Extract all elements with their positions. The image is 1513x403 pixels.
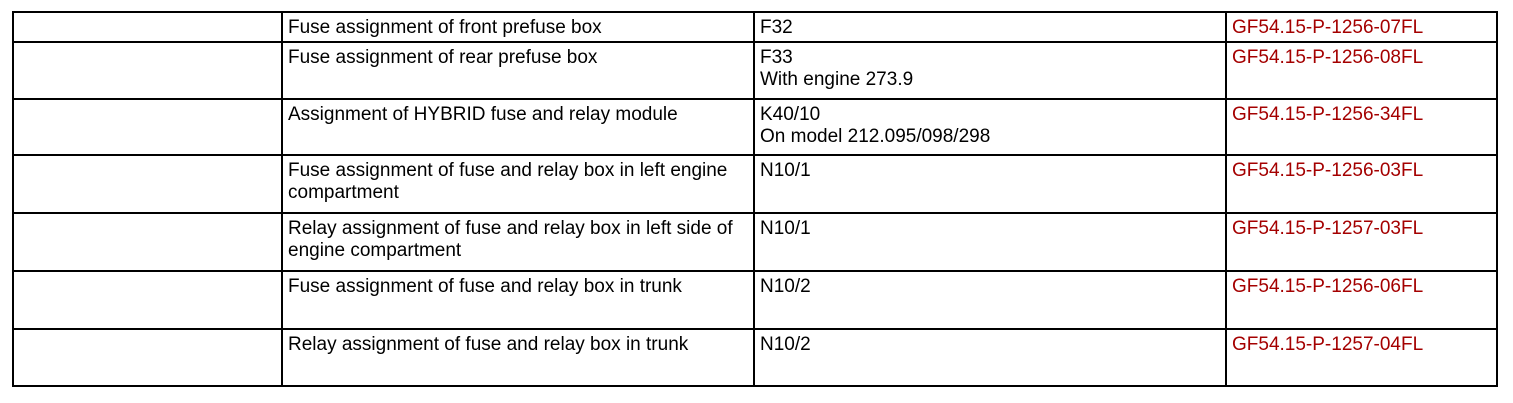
- component-cell: K40/10 On model 212.095/098/298: [753, 98, 1227, 156]
- document-link[interactable]: GF54.15-P-1256-08FL: [1232, 47, 1424, 68]
- document-link[interactable]: GF54.15-P-1257-04FL: [1232, 334, 1424, 355]
- description-text: Relay assignment of fuse and relay box i…: [288, 334, 689, 355]
- document-cell: GF54.15-P-1256-08FL: [1225, 41, 1498, 100]
- description-cell: Fuse assignment of fuse and relay box in…: [281, 154, 755, 214]
- document-link[interactable]: GF54.15-P-1256-07FL: [1232, 17, 1424, 38]
- component-code: F33: [760, 47, 793, 68]
- component-code: N10/2: [760, 276, 811, 297]
- component-code: K40/10: [760, 104, 821, 125]
- empty-cell: [12, 41, 283, 100]
- component-cell: N10/2: [753, 328, 1227, 387]
- component-note: With engine 273.9: [760, 69, 914, 90]
- component-cell: N10/1: [753, 154, 1227, 214]
- document-cell: GF54.15-P-1257-04FL: [1225, 328, 1498, 387]
- component-code: F32: [760, 17, 793, 38]
- description-text: Relay assignment of fuse and relay box i…: [288, 218, 733, 261]
- table-row: Relay assignment of fuse and relay box i…: [12, 212, 1498, 272]
- description-cell: Fuse assignment of rear prefuse box: [281, 41, 755, 100]
- component-cell: N10/1: [753, 212, 1227, 272]
- document-cell: GF54.15-P-1256-06FL: [1225, 270, 1498, 330]
- description-text: Fuse assignment of rear prefuse box: [288, 47, 598, 68]
- empty-cell: [12, 11, 283, 43]
- empty-cell: [12, 328, 283, 387]
- description-cell: Fuse assignment of front prefuse box: [281, 11, 755, 43]
- component-cell: N10/2: [753, 270, 1227, 330]
- fuse-assignment-table: Fuse assignment of front prefuse box F32…: [12, 11, 1498, 387]
- table-row: Assignment of HYBRID fuse and relay modu…: [12, 98, 1498, 156]
- document-link[interactable]: GF54.15-P-1257-03FL: [1232, 218, 1424, 239]
- table-row: Relay assignment of fuse and relay box i…: [12, 328, 1498, 387]
- document-link[interactable]: GF54.15-P-1256-34FL: [1232, 104, 1424, 125]
- description-cell: Relay assignment of fuse and relay box i…: [281, 212, 755, 272]
- description-text: Assignment of HYBRID fuse and relay modu…: [288, 104, 678, 125]
- empty-cell: [12, 212, 283, 272]
- description-text: Fuse assignment of fuse and relay box in…: [288, 160, 728, 203]
- description-cell: Fuse assignment of fuse and relay box in…: [281, 270, 755, 330]
- component-cell: F33 With engine 273.9: [753, 41, 1227, 100]
- table-row: Fuse assignment of rear prefuse box F33 …: [12, 41, 1498, 100]
- description-text: Fuse assignment of fuse and relay box in…: [288, 276, 682, 297]
- description-cell: Relay assignment of fuse and relay box i…: [281, 328, 755, 387]
- document-link[interactable]: GF54.15-P-1256-06FL: [1232, 276, 1424, 297]
- document-link[interactable]: GF54.15-P-1256-03FL: [1232, 160, 1424, 181]
- table-row: Fuse assignment of front prefuse box F32…: [12, 11, 1498, 43]
- table-row: Fuse assignment of fuse and relay box in…: [12, 270, 1498, 330]
- document-cell: GF54.15-P-1257-03FL: [1225, 212, 1498, 272]
- component-code: N10/2: [760, 334, 811, 355]
- document-cell: GF54.15-P-1256-34FL: [1225, 98, 1498, 156]
- component-note: On model 212.095/098/298: [760, 126, 991, 147]
- description-text: Fuse assignment of front prefuse box: [288, 17, 602, 38]
- empty-cell: [12, 154, 283, 214]
- document-cell: GF54.15-P-1256-03FL: [1225, 154, 1498, 214]
- description-cell: Assignment of HYBRID fuse and relay modu…: [281, 98, 755, 156]
- document-cell: GF54.15-P-1256-07FL: [1225, 11, 1498, 43]
- empty-cell: [12, 98, 283, 156]
- component-code: N10/1: [760, 160, 811, 181]
- table-row: Fuse assignment of fuse and relay box in…: [12, 154, 1498, 214]
- component-cell: F32: [753, 11, 1227, 43]
- component-code: N10/1: [760, 218, 811, 239]
- empty-cell: [12, 270, 283, 330]
